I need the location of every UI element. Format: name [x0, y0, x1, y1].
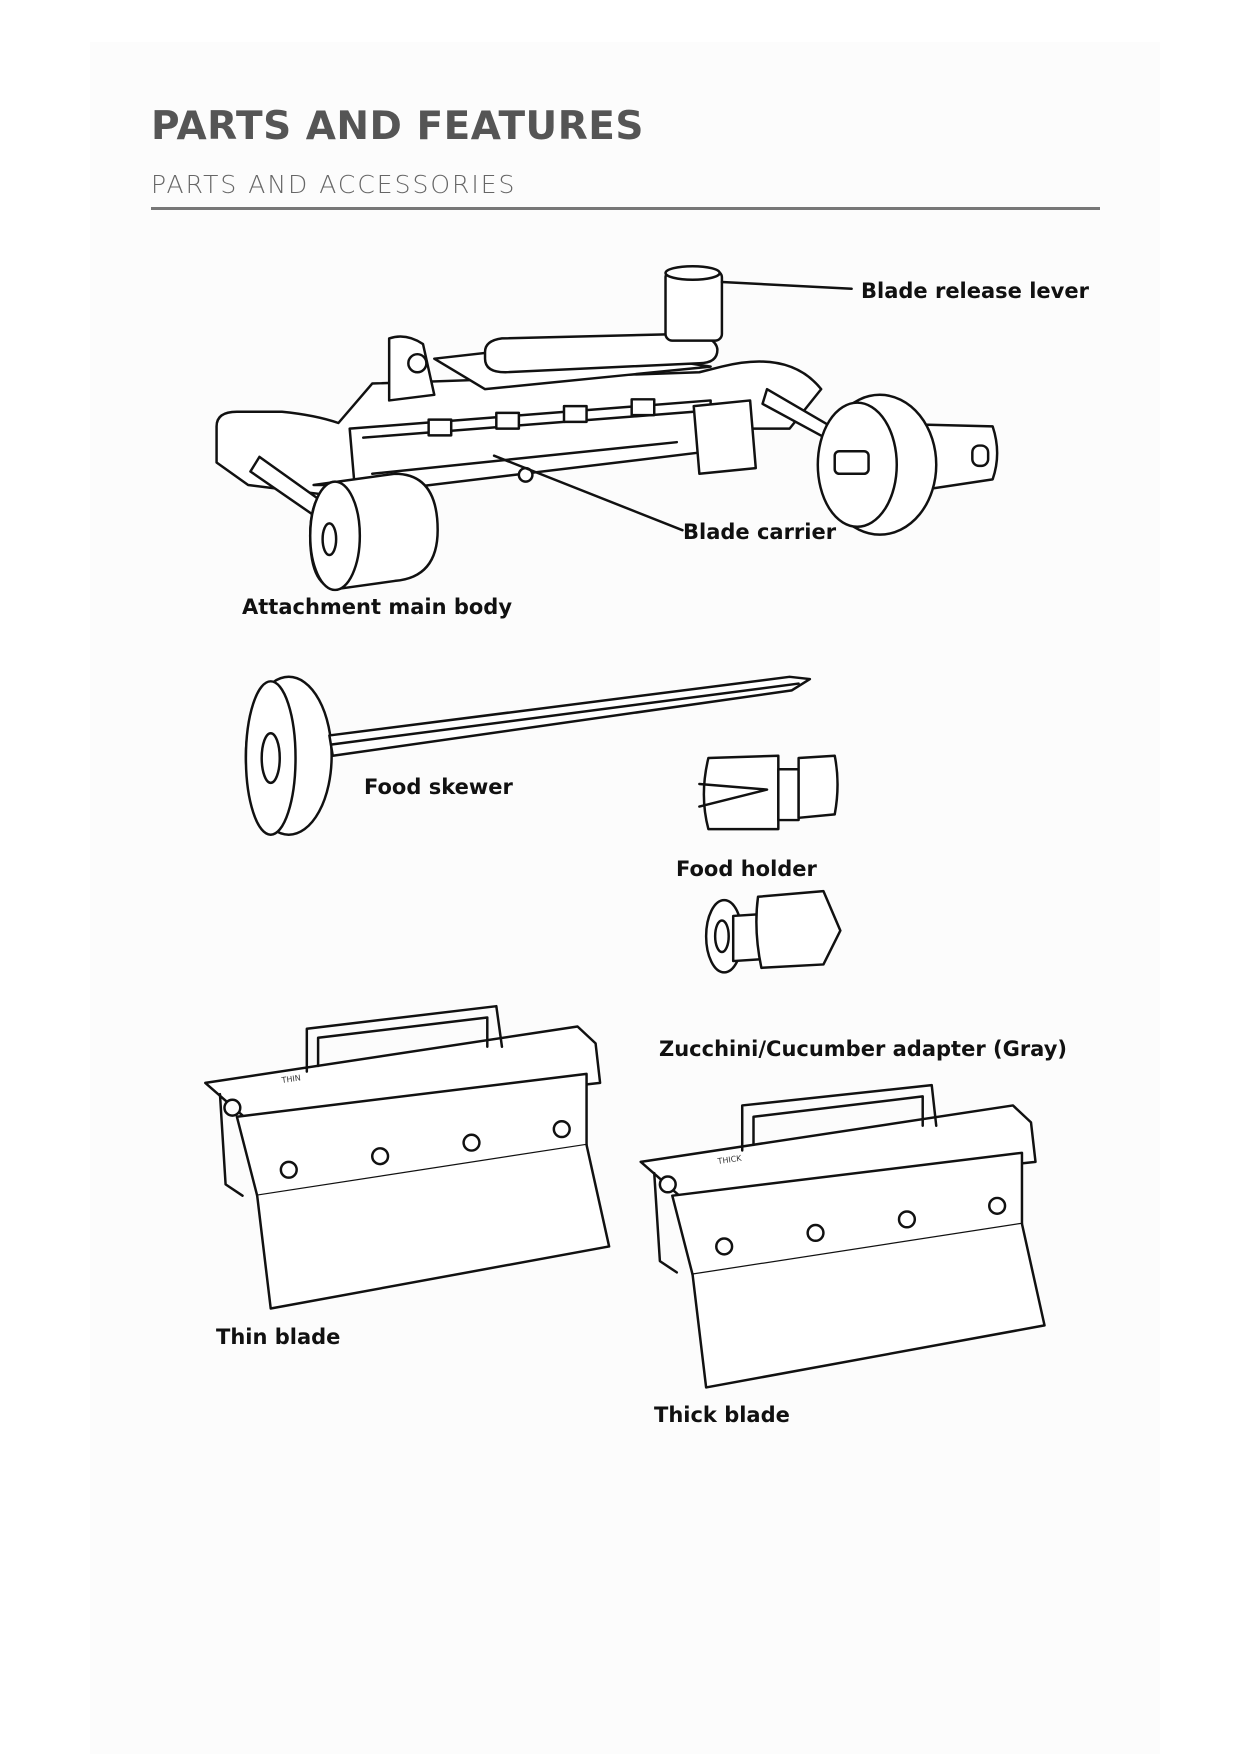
- label-thin-blade: Thin blade: [216, 1325, 341, 1349]
- label-thick-blade: Thick blade: [654, 1403, 790, 1427]
- section-subtitle: PARTS AND ACCESSORIES: [151, 170, 517, 199]
- page-background: [90, 42, 1160, 1754]
- attachment-main-body-illustration: [215, 264, 999, 592]
- zucchini-adapter-illustration: [704, 889, 842, 974]
- page-title: PARTS AND FEATURES: [151, 104, 644, 149]
- label-food-skewer: Food skewer: [364, 775, 513, 799]
- thin-blade-mark: THIN: [280, 1073, 301, 1085]
- food-holder-illustration: [698, 754, 839, 831]
- label-blade-release-lever: Blade release lever: [861, 279, 1089, 303]
- label-food-holder: Food holder: [676, 857, 817, 881]
- thick-blade-illustration: [639, 1083, 1046, 1389]
- label-blade-carrier: Blade carrier: [683, 520, 837, 544]
- label-zucchini-adapter: Zucchini/Cucumber adapter (Gray): [659, 1037, 1067, 1061]
- thick-blade-mark: THICK: [716, 1154, 743, 1167]
- section-divider: [151, 207, 1100, 210]
- label-attachment-main-body: Attachment main body: [242, 595, 513, 619]
- food-skewer-illustration: [244, 675, 812, 836]
- thin-blade-illustration: [204, 1004, 611, 1310]
